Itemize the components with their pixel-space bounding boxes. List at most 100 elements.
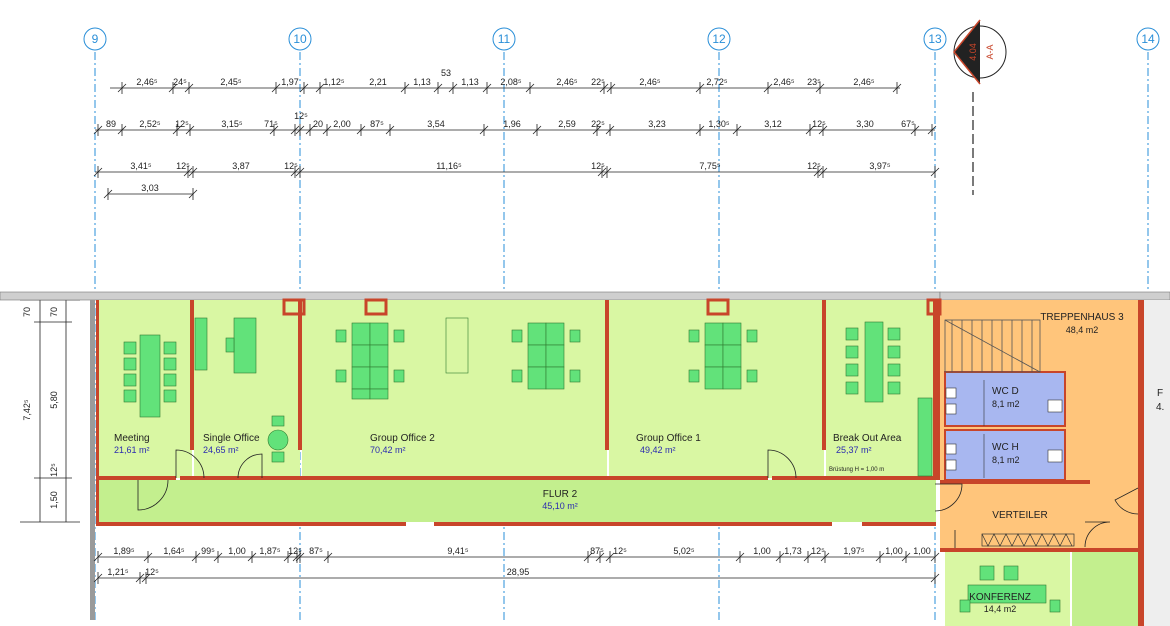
dim-label: 2,00 — [333, 119, 351, 129]
dim-label: 3,97⁵ — [869, 161, 891, 171]
room-area: 24,65 m² — [203, 445, 239, 455]
meeting-table — [139, 334, 161, 418]
dim-label: 1,00 — [913, 546, 931, 556]
left-dimensions — [20, 299, 80, 523]
grid-label-14: 14 — [1141, 32, 1155, 46]
dim-label: 20 — [313, 119, 323, 129]
dim-label: 2,46⁵ — [639, 77, 661, 87]
room-name: FLUR 2 — [543, 489, 578, 500]
dim-label: 12⁵ — [591, 161, 605, 171]
dim-label: 2,46⁵ — [853, 77, 875, 87]
bottom-dimension-ticks — [93, 551, 940, 584]
dim-label: 2,46⁵ — [773, 77, 795, 87]
room-area: 25,37 m² — [836, 445, 872, 455]
dim-label: 2,21 — [369, 77, 387, 87]
dim-label: 5,02⁵ — [673, 546, 695, 556]
room-name: Meeting — [114, 433, 150, 444]
dim-label: 1,97 — [281, 77, 299, 87]
dim-label: 1,13 — [461, 77, 479, 87]
dim-label: 89 — [106, 119, 116, 129]
stair-flight — [944, 319, 1041, 373]
dim-label: 70 — [22, 307, 32, 317]
dim-label: 1,00 — [228, 546, 246, 556]
room-area: 70,42 m² — [370, 445, 406, 455]
top-dimension-ticks — [93, 82, 940, 200]
dim-label: 2,08⁵ — [500, 77, 522, 87]
room-fills — [98, 300, 1170, 626]
wc-fixtures — [945, 380, 1063, 478]
bottom-dimension-row-2: 1,21⁵ 12⁵ 28,95 — [107, 567, 529, 577]
dim-label: 22⁵ — [591, 77, 605, 87]
dim-label: 3,87 — [232, 161, 250, 171]
break-table — [864, 321, 884, 403]
grid-label-10: 10 — [293, 32, 307, 46]
dim-label: 12⁵ — [807, 161, 821, 171]
room-name: TREPPENHAUS 3 — [1040, 312, 1124, 323]
dim-label: 3,12 — [764, 119, 782, 129]
dim-label: 12⁵ — [284, 161, 298, 171]
dim-label: 87⁵ — [370, 119, 384, 129]
dim-label: 1,87⁵ — [259, 546, 281, 556]
dim-label: 1,50 — [49, 491, 59, 509]
room-wc-h — [944, 429, 1066, 481]
dim-label: 9,41⁵ — [447, 546, 469, 556]
kitchenette — [917, 397, 933, 477]
dim-label: 1,13 — [413, 77, 431, 87]
room-note: Brüstung H = 1,00 m — [829, 467, 884, 473]
dim-label: 87⁵ — [309, 546, 323, 556]
dim-label: 2,52⁵ — [139, 119, 161, 129]
dim-label: 1,30⁵ — [708, 119, 730, 129]
room-area: 45,10 m² — [542, 501, 578, 511]
dim-label: 1,97⁵ — [843, 546, 865, 556]
dim-label: 1,73 — [784, 546, 802, 556]
dim-label: 1,89⁵ — [113, 546, 135, 556]
verteiler-grille — [981, 533, 1075, 547]
grid-label-13: 13 — [928, 32, 942, 46]
dim-label: 2,46⁵ — [136, 77, 158, 87]
desk — [233, 317, 257, 374]
room-area: 8,1 m2 — [992, 399, 1020, 409]
dim-label: 2,46⁵ — [556, 77, 578, 87]
dim-label: 70 — [49, 307, 59, 317]
dim-label: 2,45⁵ — [220, 77, 242, 87]
room-flur-2 — [98, 480, 936, 522]
section-name: A-A — [985, 44, 995, 59]
dim-label: 1,64⁵ — [163, 546, 185, 556]
room-name: WC D — [992, 386, 1019, 397]
dim-label: 12⁵ — [145, 567, 159, 577]
grid-label-11: 11 — [498, 32, 511, 46]
dim-label: 3,15⁵ — [221, 119, 243, 129]
edge-label: F — [1157, 388, 1163, 399]
room-area: 49,42 m² — [640, 445, 676, 455]
dim-label: 12⁵ — [175, 119, 189, 129]
dim-label: 12⁵ — [811, 546, 825, 556]
top-dimension-row-2: 89 2,52⁵ 12⁵ 3,15⁵ 71⁵ 12⁵ 20 2,00 87⁵ 3… — [106, 111, 915, 129]
dim-label: 3,03 — [141, 183, 159, 193]
grid-axis-labels: 9 10 11 12 13 14 — [83, 27, 1160, 51]
grid-label-9: 9 — [92, 32, 99, 46]
dim-label: 1,00 — [885, 546, 903, 556]
dim-label: 11,16⁵ — [436, 161, 462, 171]
room-name: VERTEILER — [992, 510, 1047, 521]
dim-label: 28,95 — [507, 567, 530, 577]
grid-label-12: 12 — [712, 32, 726, 46]
dim-label: 12⁵ — [812, 119, 826, 129]
top-dimensions — [95, 87, 935, 195]
dim-label: 99⁵ — [201, 546, 215, 556]
furniture — [123, 317, 1061, 613]
room-name: Group Office 1 — [636, 433, 701, 444]
room-labels: Meeting 21,61 m² Single Office 24,65 m² … — [114, 312, 1164, 614]
dim-label: 1,21⁵ — [107, 567, 129, 577]
dim-label: 3,41⁵ — [130, 161, 152, 171]
doors — [137, 449, 1139, 548]
dim-label: 2,59 — [558, 119, 576, 129]
edge-label: 4. — [1156, 402, 1164, 413]
dim-label: 7,75⁵ — [699, 161, 721, 171]
dim-label: 53 — [441, 68, 451, 78]
bottom-dimension-row-1: 1,89⁵ 1,64⁵ 99⁵ 1,00 1,87⁵ 12⁵ 87⁵ 9,41⁵… — [113, 546, 930, 556]
room-area: 48,4 m2 — [1066, 325, 1099, 335]
dim-label: 3,30 — [856, 119, 874, 129]
dim-label: 1,00 — [753, 546, 771, 556]
bottom-dimensions — [98, 556, 935, 579]
room-area: 21,61 m² — [114, 445, 150, 455]
